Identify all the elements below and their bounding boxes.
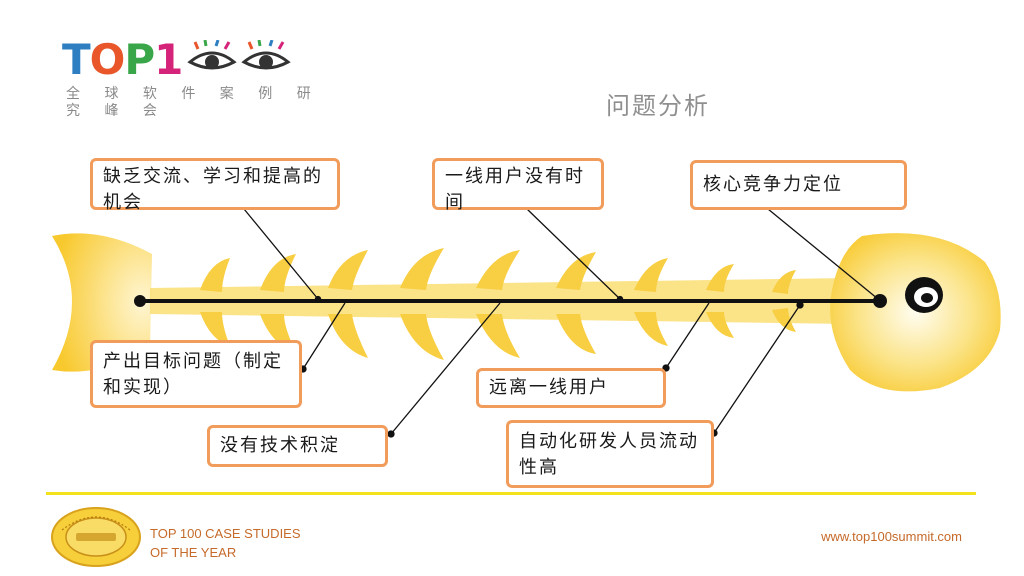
logo-tagline: 全 球 软 件 案 例 研 究 峰 会 xyxy=(66,86,321,119)
footer-divider xyxy=(46,492,976,495)
footer-caption-line-2: OF THE YEAR xyxy=(150,545,237,560)
footer-url[interactable]: www.top100summit.com xyxy=(821,529,962,544)
cause-box-far-from-users: 远离一线用户 xyxy=(476,368,666,408)
cause-label-output-goal: 产出目标问题（制定和实现） xyxy=(103,351,283,398)
cause-box-tech-accumulation: 没有技术积淀 xyxy=(207,425,388,467)
logo-eye-right xyxy=(241,40,292,70)
fish-head xyxy=(830,233,1001,392)
cause-label-far-from-users: 远离一线用户 xyxy=(489,377,609,398)
logo-eyes-icon xyxy=(187,40,292,70)
footer-caption-line-1: TOP 100 CASE STUDIES xyxy=(150,526,301,541)
cause-box-staff-turnover: 自动化研发人员流动性高 xyxy=(506,420,714,488)
logo-letter-1: 1 xyxy=(154,35,183,84)
seal-logo-icon xyxy=(51,507,141,567)
logo-letter-t: T xyxy=(62,35,91,84)
logo-wordmark: TOP1 xyxy=(62,35,183,84)
cause-label-core-competence: 核心竞争力定位 xyxy=(703,174,843,195)
cause-label-communication: 缺乏交流、学习和提高的机会 xyxy=(103,166,323,213)
cause-box-output-goal: 产出目标问题（制定和实现） xyxy=(90,340,302,408)
cause-label-tech-accumulation: 没有技术积淀 xyxy=(220,435,340,456)
logo-letter-p: P xyxy=(124,35,155,84)
spine-start-dot xyxy=(134,295,146,307)
fish-tail xyxy=(52,233,152,372)
logo: TOP1 xyxy=(62,35,298,84)
footer-caption: TOP 100 CASE STUDIES OF THE YEAR xyxy=(150,524,301,562)
cause-label-no-time: 一线用户没有时间 xyxy=(445,166,585,213)
cause-box-no-time: 一线用户没有时间 xyxy=(432,158,604,213)
logo-letter-o: O xyxy=(89,35,126,84)
cause-box-core-competence: 核心竞争力定位 xyxy=(690,160,907,210)
fish-eye-icon xyxy=(905,277,943,313)
cause-box-communication: 缺乏交流、学习和提高的机会 xyxy=(90,158,340,213)
cause-connectors xyxy=(243,208,879,438)
logo-eye-left xyxy=(187,40,238,70)
cause-label-staff-turnover: 自动化研发人员流动性高 xyxy=(519,431,699,478)
slide-title: 问题分析 xyxy=(606,92,710,120)
